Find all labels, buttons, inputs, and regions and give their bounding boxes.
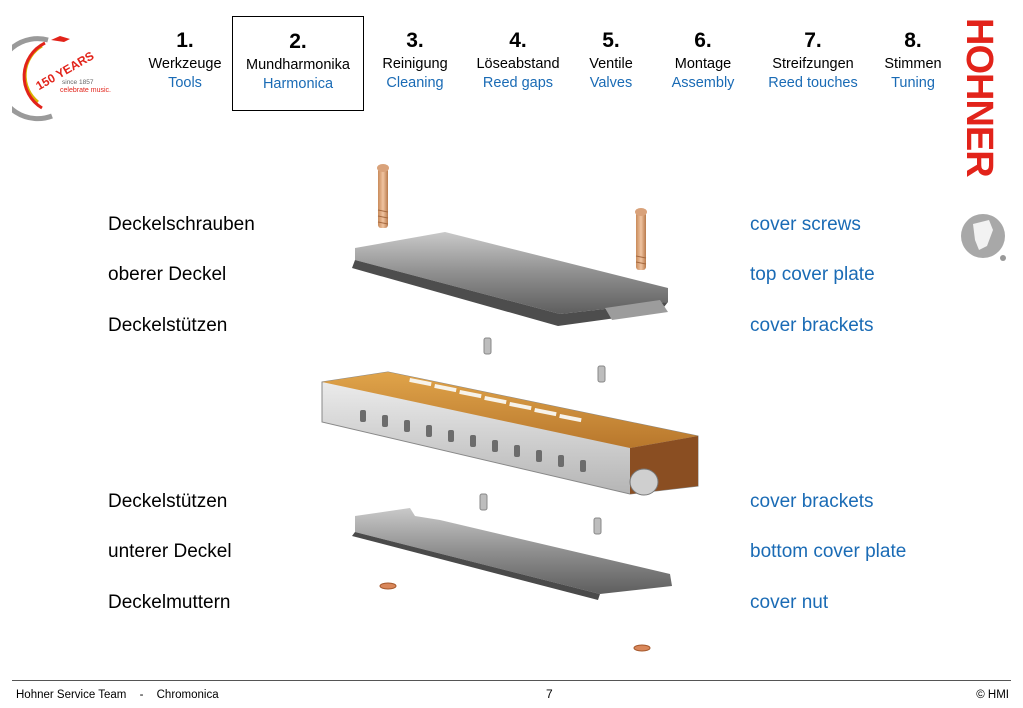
- part-label-en-cover-nut: cover nut: [750, 592, 829, 613]
- cover-bracket-lower-left: [479, 493, 488, 511]
- nav-label-de: Ventile: [589, 56, 633, 72]
- bottom-cover-plate: [352, 508, 672, 600]
- harmonica-exploded-view: [300, 160, 720, 660]
- cover-nut-left: [379, 582, 397, 590]
- nav-label-en: Assembly: [671, 75, 735, 91]
- footer-left: Hohner Service Team - Chromonica: [16, 689, 219, 701]
- 150-years-logo: 150 YEARS since 1857 celebrate music.: [0, 32, 122, 122]
- part-label-en-top-cover: top cover plate: [750, 264, 875, 285]
- nav-label-en: Tuning: [891, 75, 935, 91]
- part-label-en-cover-screws: cover screws: [750, 214, 861, 235]
- nav-label-de: Streifzungen: [772, 56, 854, 72]
- footer-separator: -: [139, 689, 144, 701]
- nav-label-de: Werkzeuge: [148, 56, 222, 72]
- cover-bracket-lower-right: [593, 517, 602, 535]
- part-label-de-cover-brackets-lower: Deckelstützen: [108, 491, 228, 512]
- page-number: 7: [546, 687, 553, 701]
- nav-item-reed-touches[interactable]: 7. Streifzungen Reed touches: [760, 28, 866, 93]
- nav-label-de: Stimmen: [884, 56, 942, 72]
- nav-label-en: Reed gaps: [482, 75, 554, 91]
- nav-item-reed-gaps[interactable]: 4. Löseabstand Reed gaps: [468, 28, 568, 93]
- cover-screw-right: [635, 208, 647, 270]
- nav-label-en: Harmonica: [262, 76, 334, 92]
- nav-number: 3.: [406, 29, 424, 52]
- part-label-de-top-cover: oberer Deckel: [108, 264, 227, 285]
- hohner-wordmark: HOHNER: [959, 18, 1000, 177]
- nav-number: 2.: [289, 30, 307, 53]
- nav-label-en: Tools: [168, 75, 202, 91]
- nav-item-tuning[interactable]: 8. Stimmen Tuning: [878, 28, 948, 93]
- nav-number: 1.: [176, 29, 194, 52]
- nav-item-tools[interactable]: 1. Werkzeuge Tools: [142, 28, 228, 93]
- part-label-en-cover-brackets-lower: cover brackets: [750, 491, 874, 512]
- nav-number: 4.: [509, 29, 527, 52]
- nav-label-en: Reed touches: [768, 75, 858, 91]
- nav-item-assembly[interactable]: 6. Montage Assembly: [662, 28, 744, 93]
- harmonica-body: [321, 371, 699, 496]
- cover-bracket-upper-left: [483, 337, 492, 355]
- nav-number: 7.: [804, 29, 822, 52]
- footer-team: Hohner Service Team: [16, 689, 127, 701]
- cover-bracket-upper-right: [597, 365, 606, 383]
- part-label-de-cover-brackets: Deckelstützen: [108, 315, 228, 336]
- nav-item-harmonica[interactable]: 2. Mundharmonika Harmonica: [232, 16, 364, 111]
- nav-number: 5.: [602, 29, 620, 52]
- nav-item-valves[interactable]: 5. Ventile Valves: [578, 28, 644, 93]
- cover-nut-right: [633, 644, 651, 652]
- hohner-logo: HOHNER: [958, 14, 1009, 264]
- nav-label-de: Löseabstand: [476, 56, 560, 72]
- part-label-en-bottom-cover: bottom cover plate: [750, 541, 907, 562]
- nav-label-de: Reinigung: [382, 56, 448, 72]
- footer-product: Chromonica: [156, 689, 219, 701]
- nav-label-en: Valves: [589, 75, 633, 91]
- chapter-navigation: 1. Werkzeuge Tools 2. Mundharmonika Harm…: [0, 16, 1023, 118]
- nav-item-cleaning[interactable]: 3. Reinigung Cleaning: [374, 28, 456, 93]
- part-label-de-bottom-cover: unterer Deckel: [108, 541, 232, 562]
- nav-number: 8.: [904, 29, 922, 52]
- nav-number: 6.: [694, 29, 712, 52]
- cover-screw-left: [377, 164, 389, 228]
- part-label-de-cover-nut: Deckelmuttern: [108, 592, 231, 613]
- footer-divider: [12, 680, 1011, 681]
- part-label-en-cover-brackets: cover brackets: [750, 315, 874, 336]
- slide-button: [629, 468, 659, 496]
- nav-label-de: Mundharmonika: [246, 57, 350, 73]
- logo-slogan: celebrate music.: [60, 87, 111, 94]
- nav-label-en: Cleaning: [386, 75, 444, 91]
- nav-label-de: Montage: [674, 56, 732, 72]
- top-cover-plate: [352, 232, 668, 326]
- logo-since: since 1857: [62, 79, 94, 86]
- footer-copyright: © HMI: [976, 689, 1009, 701]
- part-label-de-cover-screws: Deckelschrauben: [108, 214, 255, 235]
